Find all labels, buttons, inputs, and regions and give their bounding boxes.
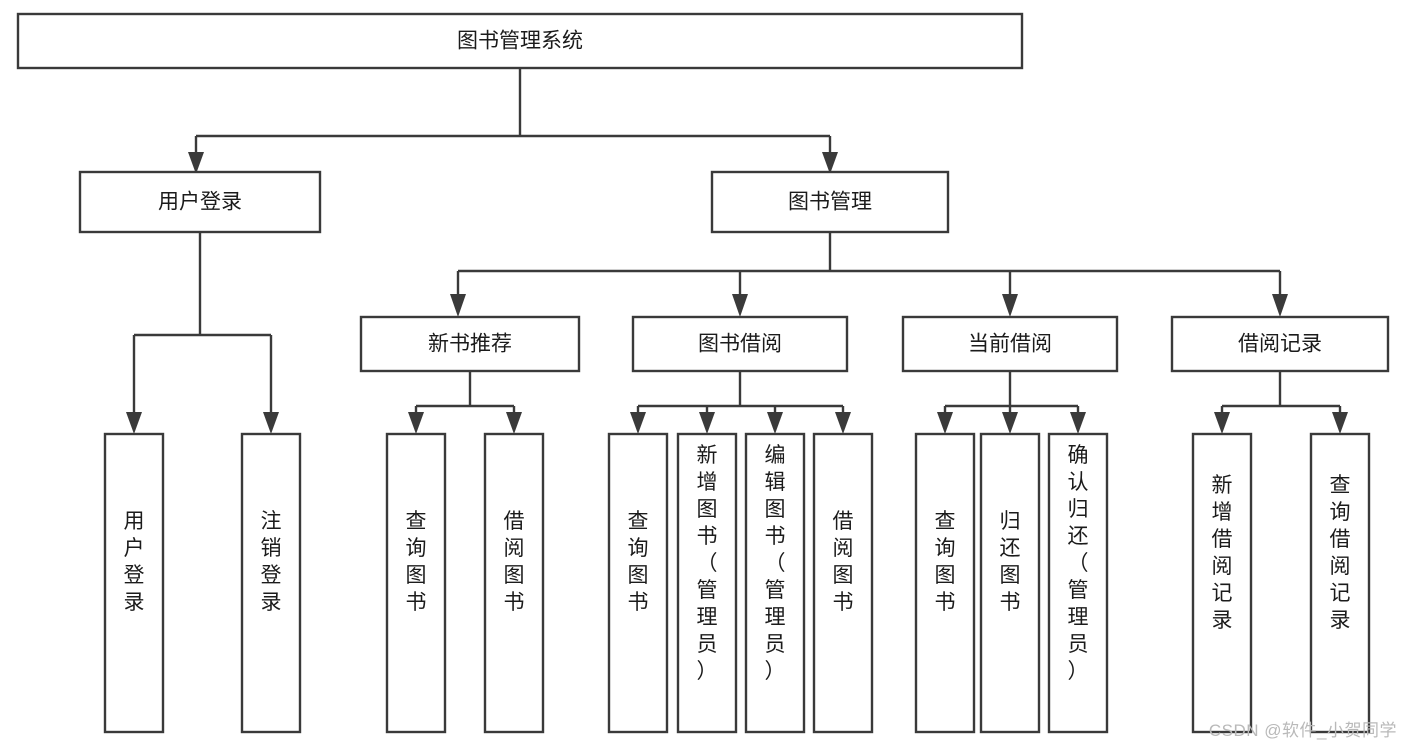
arrow-head-leaf-user-login xyxy=(126,412,142,434)
arrow-head-leaf-bb-add xyxy=(699,412,715,434)
leaf-cb-confirm-box[interactable] xyxy=(1047,432,1109,734)
arrow-head-leaf-cb-return xyxy=(1002,412,1018,434)
arrow-head-book-borrow xyxy=(732,294,748,317)
node-borrow-record-label: 借阅记录 xyxy=(1238,333,1322,356)
leaf-bb-add-label: 新增图书（管理员） xyxy=(697,444,718,683)
leaf-cb-return[interactable]: 归还图书 xyxy=(979,432,1041,734)
leaf-rec-borrow[interactable]: 借阅图书 xyxy=(483,432,545,734)
arrow-head-book-mgmt xyxy=(822,152,838,174)
node-new-book-rec-label: 新书推荐 xyxy=(428,333,512,356)
leaf-rec-borrow-label: 借阅图书 xyxy=(504,510,525,614)
arrow-head-borrow-record xyxy=(1272,294,1288,317)
leaf-rec-query-box[interactable] xyxy=(385,432,447,734)
leaf-rec-query[interactable]: 查询图书 xyxy=(385,432,447,734)
node-current-borrow-label: 当前借阅 xyxy=(968,333,1052,356)
arrow-head-leaf-rec-borrow xyxy=(506,412,522,434)
leaf-br-query[interactable]: 查询借阅记录 xyxy=(1309,432,1371,734)
node-root-box[interactable] xyxy=(16,12,1024,70)
connector-group xyxy=(126,68,1348,434)
leaf-user-logout-label: 注销登录 xyxy=(261,510,282,614)
csdn-watermark: CSDN @软件_小贺同学 xyxy=(1208,721,1397,740)
arrow-head-user-login xyxy=(188,152,204,174)
leaf-bb-borrow-label: 借阅图书 xyxy=(833,510,854,614)
leaf-user-login-label: 用户登录 xyxy=(124,510,145,614)
leaf-bb-query-label: 查询图书 xyxy=(628,510,649,614)
arrow-head-leaf-user-logout xyxy=(263,412,279,434)
arrow-head-leaf-bb-query xyxy=(630,412,646,434)
leaf-cb-query-box[interactable] xyxy=(914,432,976,734)
arrow-head-leaf-br-query xyxy=(1332,412,1348,434)
node-book-borrow[interactable]: 图书借阅 xyxy=(631,315,849,373)
arrow-head-leaf-rec-query xyxy=(408,412,424,434)
node-new-book-rec-box[interactable] xyxy=(359,315,581,373)
leaf-user-login-box[interactable] xyxy=(103,432,165,734)
node-borrow-record[interactable]: 借阅记录 xyxy=(1170,315,1390,373)
leaf-cb-return-box[interactable] xyxy=(979,432,1041,734)
leaf-bb-borrow-box[interactable] xyxy=(812,432,874,734)
node-user-login-label: 用户登录 xyxy=(158,191,242,214)
node-new-book-rec[interactable]: 新书推荐 xyxy=(359,315,581,373)
node-book-borrow-box[interactable] xyxy=(631,315,849,373)
arrow-head-leaf-cb-confirm xyxy=(1070,412,1086,434)
leaf-cb-confirm-label: 确认归还（管理员） xyxy=(1068,444,1089,683)
node-book-borrow-label: 图书借阅 xyxy=(698,333,782,356)
leaf-bb-query[interactable]: 查询图书 xyxy=(607,432,669,734)
node-book-mgmt-box[interactable] xyxy=(710,170,950,234)
arrow-head-leaf-bb-edit xyxy=(767,412,783,434)
leaf-bb-edit-box[interactable] xyxy=(744,432,806,734)
leaf-bb-add[interactable]: 新增图书（管理员） xyxy=(676,432,738,734)
leaf-bb-edit[interactable]: 编辑图书（管理员） xyxy=(744,432,806,734)
leaf-cb-query-label: 查询图书 xyxy=(935,510,956,614)
node-root[interactable]: 图书管理系统 xyxy=(16,12,1024,70)
leaf-rec-query-label: 查询图书 xyxy=(406,510,427,614)
arrow-head-current-borrow xyxy=(1002,294,1018,317)
leaf-cb-return-label: 归还图书 xyxy=(1000,510,1021,614)
leaf-br-add-label: 新增借阅记录 xyxy=(1212,474,1233,632)
arrow-head-leaf-br-add xyxy=(1214,412,1230,434)
leaf-cb-query[interactable]: 查询图书 xyxy=(914,432,976,734)
node-root-label: 图书管理系统 xyxy=(457,30,583,53)
node-book-mgmt-label: 图书管理 xyxy=(788,191,872,214)
leaf-bb-query-box[interactable] xyxy=(607,432,669,734)
node-user-login[interactable]: 用户登录 xyxy=(78,170,322,234)
leaf-br-query-box[interactable] xyxy=(1309,432,1371,734)
leaf-user-login[interactable]: 用户登录 xyxy=(103,432,165,734)
leaf-bb-borrow[interactable]: 借阅图书 xyxy=(812,432,874,734)
leaf-rec-borrow-box[interactable] xyxy=(483,432,545,734)
leaf-bb-add-box[interactable] xyxy=(676,432,738,734)
leaf-user-logout-box[interactable] xyxy=(240,432,302,734)
node-user-login-box[interactable] xyxy=(78,170,322,234)
node-current-borrow[interactable]: 当前借阅 xyxy=(901,315,1119,373)
leaf-cb-confirm[interactable]: 确认归还（管理员） xyxy=(1047,432,1109,734)
leaf-br-query-label: 查询借阅记录 xyxy=(1330,474,1351,632)
leaf-br-add[interactable]: 新增借阅记录 xyxy=(1191,432,1253,734)
node-borrow-record-box[interactable] xyxy=(1170,315,1390,373)
arrow-head-leaf-bb-borrow xyxy=(835,412,851,434)
leaf-bb-edit-label: 编辑图书（管理员） xyxy=(765,444,786,683)
node-current-borrow-box[interactable] xyxy=(901,315,1119,373)
leaf-user-logout[interactable]: 注销登录 xyxy=(240,432,302,734)
arrow-head-new-book-rec xyxy=(450,294,466,317)
leaf-br-add-box[interactable] xyxy=(1191,432,1253,734)
arrow-head-leaf-cb-query xyxy=(937,412,953,434)
node-book-mgmt[interactable]: 图书管理 xyxy=(710,170,950,234)
